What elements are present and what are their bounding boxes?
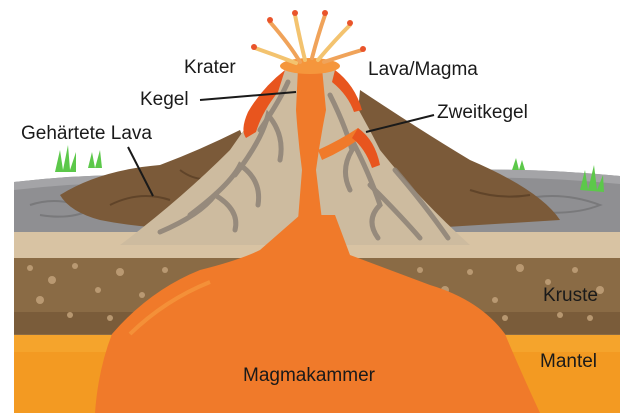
label-lava-magma: Lava/Magma — [368, 60, 478, 79]
label-crust: Kruste — [543, 286, 598, 305]
eruption-sparks — [251, 10, 366, 52]
label-mantle: Mantel — [540, 352, 597, 371]
label-secondary-cone: Zweitkegel — [437, 103, 528, 122]
label-crater: Krater — [184, 58, 236, 77]
label-magma-chamber: Magmakammer — [243, 366, 375, 385]
label-cone: Kegel — [140, 90, 189, 109]
label-hardened-lava: Gehärtete Lava — [21, 124, 152, 143]
